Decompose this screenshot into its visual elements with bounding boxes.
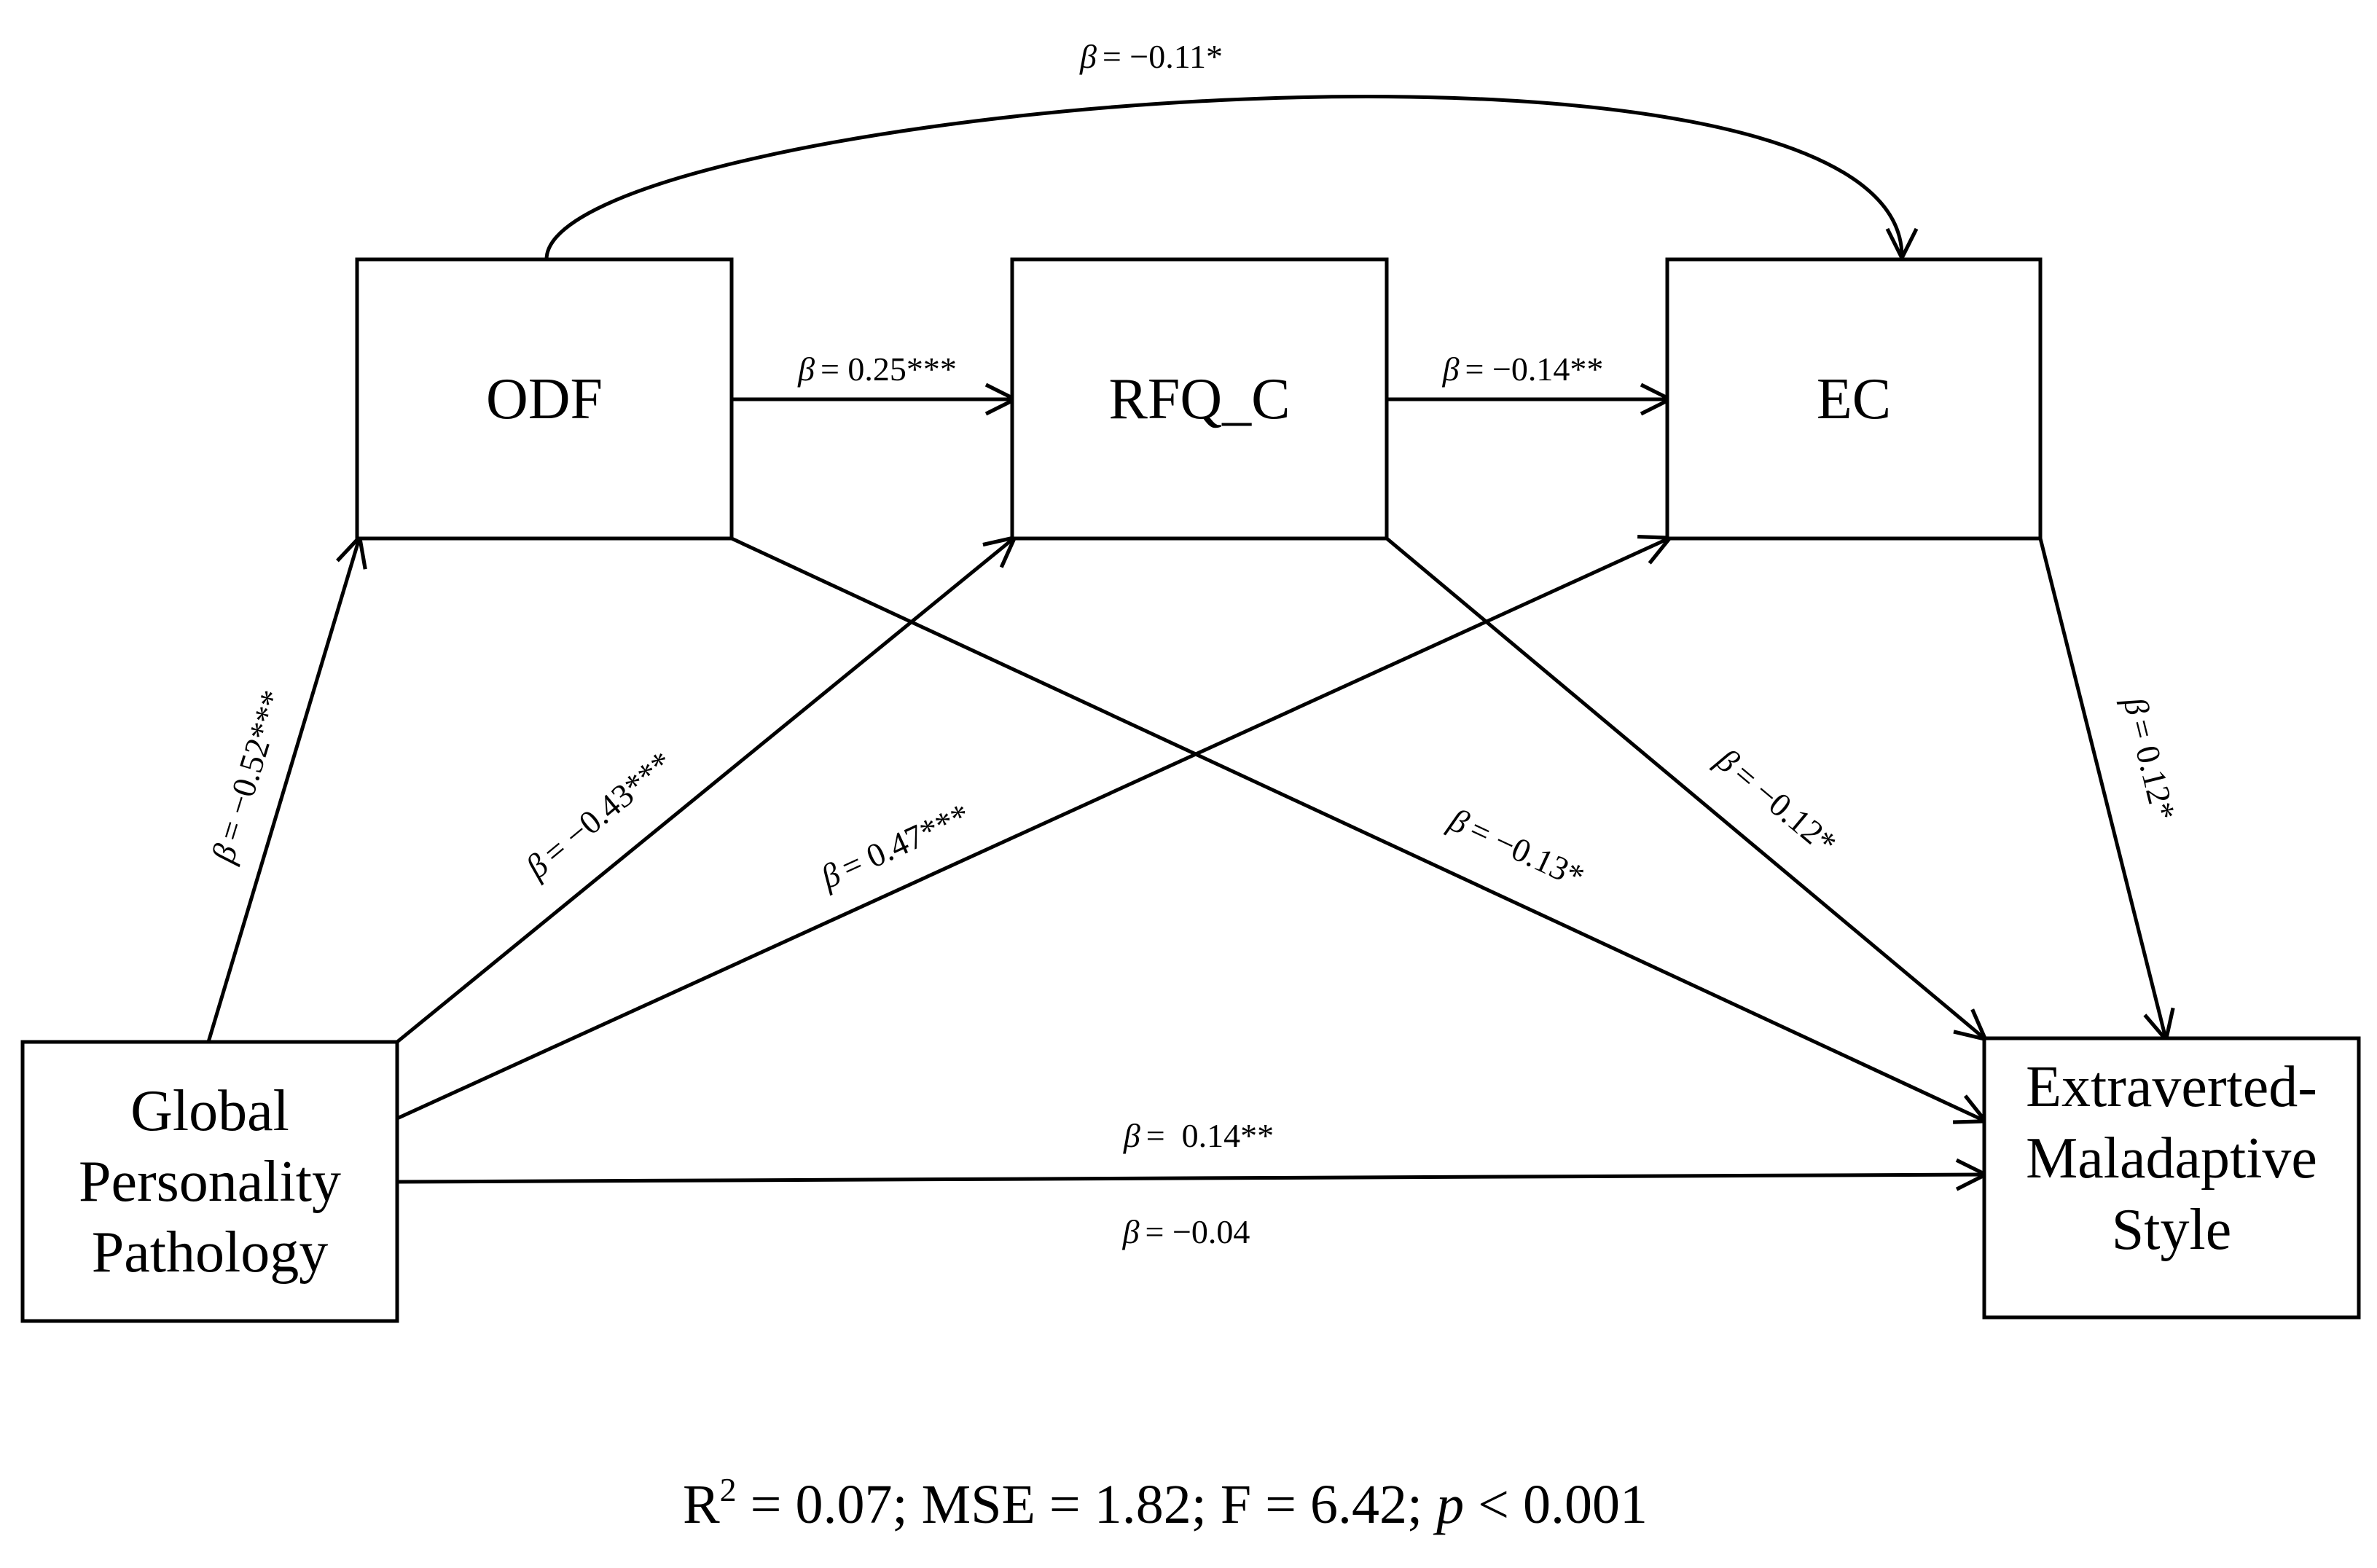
node-ec-label: EC — [1817, 367, 1891, 431]
edge-label-gpp-to-ec: β= 0.47*** — [815, 796, 975, 896]
edge-odf-to-ems — [730, 536, 1990, 1124]
node-gpp-label-line-1: Global — [130, 1079, 289, 1143]
edge-gpp-to-rfq — [396, 535, 1019, 1043]
edge-label-rfq-to-ems: β= −0.12* — [1709, 740, 1844, 862]
edge-gpp-to-ec — [396, 534, 1675, 1121]
edge-odf-to-ec-curve — [544, 95, 1919, 262]
edge-label-odf-to-ec: β= −0.11* — [1079, 38, 1223, 75]
edge-label-gpp-to-rfq: β= −0.43*** — [518, 744, 679, 886]
node-extraverted-maladaptive-style: Extraverted- Maladaptive Style — [1982, 1036, 2361, 1320]
node-ems-label-line-2: Maladaptive — [2026, 1126, 2317, 1191]
node-ec: EC — [1665, 257, 2043, 541]
edge-label-gpp-to-ems-direct: β= −0.04 — [1122, 1213, 1250, 1250]
edge-label-rfq-to-ec: β= −0.14** — [1442, 350, 1604, 388]
edge-label-odf-to-rfq: β= 0.25*** — [797, 350, 957, 388]
node-ems-label-line-3: Style — [2112, 1198, 2231, 1262]
node-odf-label: ODF — [486, 367, 603, 431]
node-odf: ODF — [355, 257, 734, 541]
node-gpp-label-line-2: Personality — [79, 1150, 341, 1214]
edge-label-gpp-to-ems-total: β= 0.14** — [1123, 1117, 1274, 1154]
node-global-personality-pathology: Global Personality Pathology — [20, 1040, 399, 1323]
edge-label-ec-to-ems: β= 0.12* — [2116, 693, 2182, 824]
edge-label-gpp-to-odf: β= −0.52*** — [204, 686, 291, 867]
node-gpp-label-line-3: Pathology — [92, 1220, 328, 1285]
node-rfq-c: RFQ_C — [1010, 257, 1389, 541]
node-ems-label-line-1: Extraverted- — [2026, 1055, 2317, 1119]
edge-ec-to-ems — [2038, 538, 2175, 1044]
edge-gpp-to-odf — [206, 533, 367, 1043]
edge-gpp-to-ems — [396, 1158, 1990, 1191]
model-fit-statistics: R2 = 0.07; MSE = 1.82; F = 6.42; p < 0.0… — [614, 1471, 1689, 1535]
node-rfq-c-label: RFQ_C — [1109, 367, 1291, 431]
edge-rfq-to-ems — [1385, 537, 1989, 1043]
